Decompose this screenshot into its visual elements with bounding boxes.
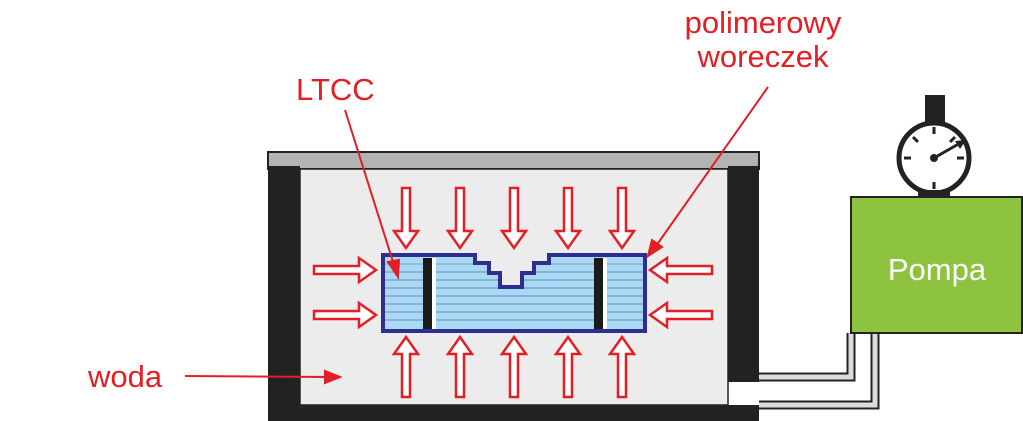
pressure-arrow-down <box>445 186 475 251</box>
pump-label: Pompa <box>887 252 987 287</box>
polymer-bag-label-line1: polimerowy <box>684 5 842 40</box>
tank-right-wall <box>728 166 759 382</box>
tank-bottom <box>268 405 759 421</box>
pressure-arrow-right <box>312 255 379 285</box>
pressure-arrow-right <box>312 300 379 330</box>
pressure-arrow-up <box>445 334 475 399</box>
pressure-arrow-up <box>553 334 583 399</box>
ltcc-label: LTCC <box>296 72 375 107</box>
water-label: woda <box>88 359 163 394</box>
tank-left-wall <box>268 166 300 421</box>
water-leader <box>184 375 329 378</box>
polymer-bag-label-line2: woreczek <box>697 39 829 74</box>
pipe <box>759 333 856 382</box>
ltcc-leader <box>344 109 395 266</box>
pressure-arrow-left <box>647 255 714 285</box>
pressure-arrow-down <box>391 186 421 251</box>
via-right <box>594 258 603 329</box>
pressure-arrow-down <box>607 186 637 251</box>
pressure-arrow-up <box>499 334 529 399</box>
ltcc-stack <box>381 253 647 333</box>
pressure-arrow-up <box>391 334 421 399</box>
leader-lines <box>184 86 769 385</box>
pressure-arrow-down <box>499 186 529 251</box>
via-left <box>423 258 432 329</box>
polymer-bag-label: polimerowy woreczek <box>648 6 878 74</box>
pressure-arrows <box>312 186 714 399</box>
pressure-arrow-up <box>607 334 637 399</box>
pressure-gauge-icon <box>896 95 972 198</box>
bag-leader <box>655 86 769 247</box>
pipe-outlet <box>759 333 880 410</box>
pressure-arrow-down <box>553 186 583 251</box>
tank-lid <box>267 151 760 170</box>
pressure-arrow-left <box>647 300 714 330</box>
